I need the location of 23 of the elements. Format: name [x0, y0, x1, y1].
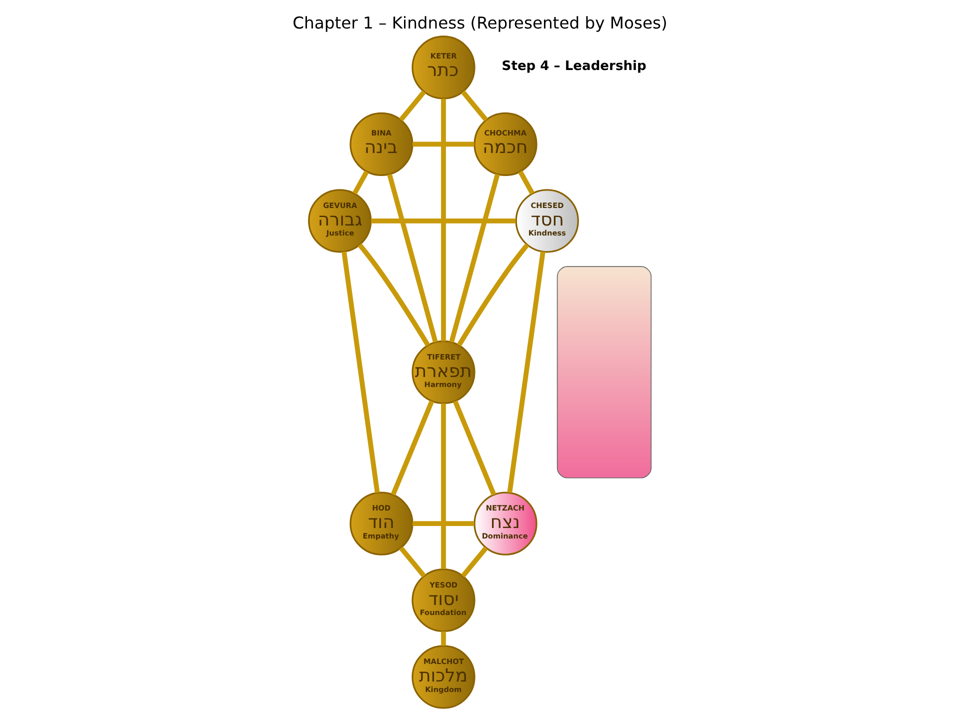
- connector: [461, 90, 488, 122]
- connector: [441, 98, 446, 342]
- connector: [441, 631, 446, 646]
- connector: [449, 174, 500, 343]
- node-person: [556, 266, 652, 478]
- diagram-title: Chapter 1 – Kindness (Represented by Moses): [292, 13, 668, 32]
- connector: [398, 90, 426, 122]
- connector: [412, 142, 474, 147]
- connector: [452, 400, 496, 496]
- connector: [456, 243, 530, 346]
- connector: [507, 251, 546, 494]
- connector: [412, 521, 474, 526]
- connector: [399, 546, 426, 578]
- connector: [371, 218, 516, 224]
- connector: [390, 400, 434, 496]
- connector: [352, 170, 369, 195]
- label: Step 4 – Leadership: [502, 58, 646, 74]
- connector: [342, 251, 380, 494]
- connector: [441, 403, 446, 569]
- connector: [358, 243, 430, 346]
- connector: [460, 546, 488, 578]
- connector: [518, 170, 534, 195]
- connector: [387, 174, 438, 343]
